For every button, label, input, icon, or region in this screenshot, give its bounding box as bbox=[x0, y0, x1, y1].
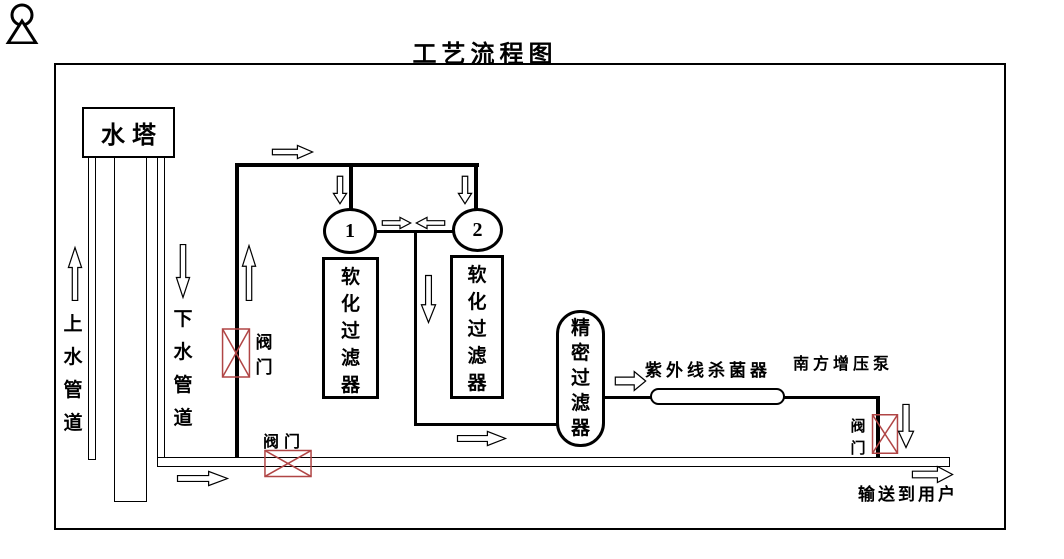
up-pipe-label: 上水管道 bbox=[63, 314, 83, 434]
flow-arrow-right-icon bbox=[272, 145, 313, 159]
flow-arrow-down-icon bbox=[333, 176, 347, 204]
branch-line-unit1 bbox=[349, 167, 353, 211]
delivery-label: 输送到用户 bbox=[858, 485, 958, 504]
branch-line-unit2 bbox=[474, 167, 478, 211]
unit-2-number: 2 bbox=[472, 218, 483, 241]
flow-arrow-down-icon bbox=[176, 244, 190, 298]
outlet-line-vertical bbox=[876, 397, 880, 466]
bottom-delivery-pipe bbox=[157, 457, 950, 467]
softening-filter-2-label: 软化过滤器 bbox=[467, 265, 487, 394]
mid-horizontal-line bbox=[414, 423, 558, 426]
precision-filter-vessel: 精密过滤器 bbox=[556, 310, 605, 447]
uv-sterilizer-label: 紫外线杀菌器 bbox=[645, 361, 771, 380]
diagram-border bbox=[54, 63, 1006, 530]
outlet-valve-label: 阀门 bbox=[850, 419, 866, 457]
outlet-valve-icon bbox=[872, 414, 898, 454]
tower-column bbox=[114, 157, 147, 502]
down-pipe-label: 下水管道 bbox=[173, 309, 193, 429]
precision-filter-label: 精密过滤器 bbox=[570, 318, 590, 439]
flow-arrow-down-icon bbox=[898, 404, 914, 448]
bottom-valve-label: 阀门 bbox=[263, 434, 306, 451]
softening-filter-1-label: 软化过滤器 bbox=[340, 267, 360, 396]
softening-filter-2-box: 软化过滤器 bbox=[450, 255, 504, 399]
down-water-pipe bbox=[157, 157, 165, 459]
flow-arrow-right-icon bbox=[382, 217, 411, 229]
uv-sterilizer-vessel bbox=[650, 388, 785, 405]
main-valve-label: 阀门 bbox=[255, 333, 273, 377]
unit-1-number: 1 bbox=[345, 219, 355, 242]
booster-pump-label: 南方增压泵 bbox=[793, 356, 894, 373]
main-valve-icon bbox=[222, 328, 250, 378]
flow-arrow-up-icon bbox=[242, 245, 256, 301]
filter-to-uv-line bbox=[603, 396, 652, 399]
flow-arrow-right-icon bbox=[177, 471, 228, 486]
bottom-valve-icon bbox=[264, 450, 312, 477]
flow-arrow-down-icon bbox=[421, 275, 436, 323]
flow-arrow-up-icon bbox=[68, 247, 82, 301]
softening-unit-1-circle: 1 bbox=[323, 208, 377, 254]
feed-line-vertical bbox=[235, 163, 239, 459]
uv-to-pump-line bbox=[782, 396, 880, 399]
softening-unit-2-circle: 2 bbox=[452, 208, 503, 252]
flow-arrow-right-icon bbox=[615, 371, 646, 391]
softening-filter-1-box: 软化过滤器 bbox=[322, 257, 379, 399]
water-tower-label: 水塔 bbox=[101, 123, 163, 149]
up-water-pipe bbox=[88, 157, 96, 460]
booster-pump-icon bbox=[5, 3, 39, 45]
flow-arrow-right-icon bbox=[457, 431, 506, 446]
flow-arrow-down-icon bbox=[458, 176, 472, 204]
water-tower-node: 水塔 bbox=[82, 107, 175, 158]
flow-arrow-left-icon bbox=[416, 217, 445, 229]
flow-arrow-right-icon bbox=[912, 466, 953, 483]
top-line-horizontal bbox=[235, 163, 479, 167]
inter-unit-line bbox=[376, 230, 453, 233]
mid-vertical-line bbox=[414, 232, 417, 426]
